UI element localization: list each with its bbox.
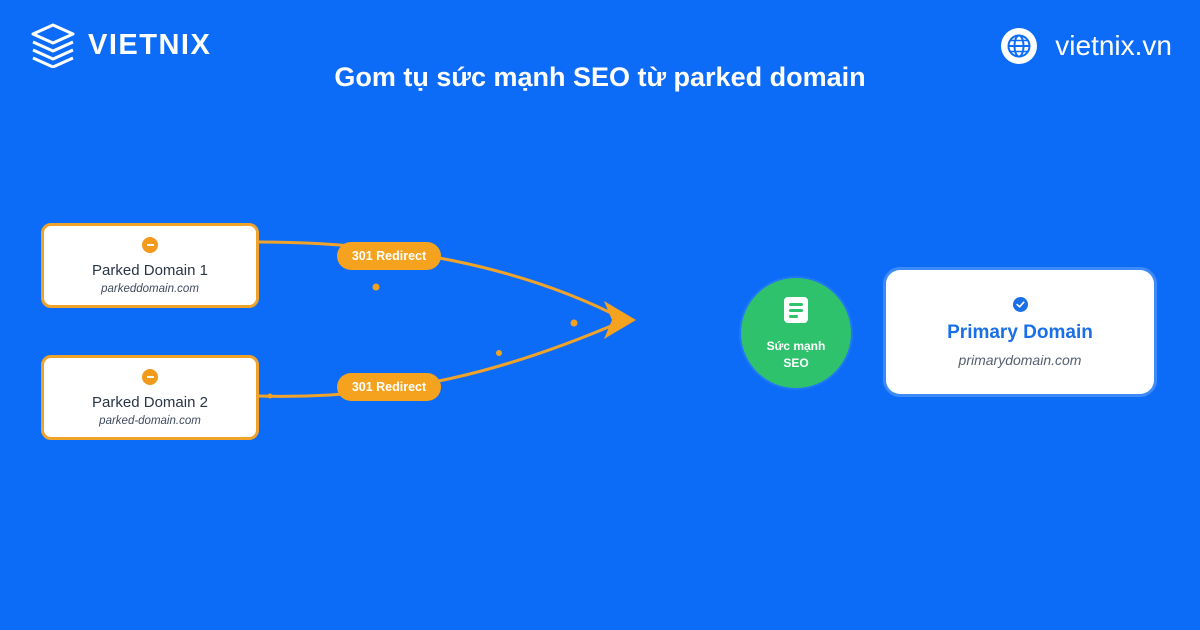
site-url: vietnix.vn [1055,30,1172,61]
flow-dot [267,393,273,399]
flow-dot [496,350,502,356]
check-circle-icon [1012,296,1028,312]
connector-curve-1 [257,240,626,322]
server-stack-icon [31,23,75,68]
document-icon [781,295,811,330]
redirect-badge-1: 301 Redirect [337,242,441,270]
globe-icon [1001,28,1038,64]
site-link[interactable]: vietnix.vn [1001,28,1172,64]
redirect-badge-2: 301 Redirect [337,373,441,401]
parked-domain-name: Parked Domain 1 [92,261,208,279]
primary-domain-card[interactable]: Primary Domain primarydomain.com [886,270,1154,394]
brand-name: VIETNIX [88,28,212,61]
primary-domain-name: Primary Domain [947,321,1093,343]
parked-domain-card-1[interactable]: Parked Domain 1 parkeddomain.com [41,223,259,308]
seo-power-label: Sức mạnh SEO [766,338,826,370]
vietnix-logo[interactable]: VIETNIX [28,22,211,68]
primary-domain-url: primarydomain.com [958,351,1082,368]
parked-domain-card-2[interactable]: Parked Domain 2 parked-domain.com [41,355,259,440]
minus-circle-icon [142,236,158,253]
connector-curve-2 [257,318,626,398]
seo-power-node: Sức mạnh SEO [741,278,851,388]
parked-domain-url: parked-domain.com [99,414,201,427]
page-title: Gom tụ sức mạnh SEO từ parked domain [334,62,866,92]
parked-domain-name: Parked Domain 2 [92,393,208,411]
minus-circle-icon [142,368,158,385]
parked-domain-url: parkeddomain.com [101,282,199,295]
flow-dot [372,283,380,291]
flow-dot [570,319,578,327]
arrow-head [604,301,636,339]
